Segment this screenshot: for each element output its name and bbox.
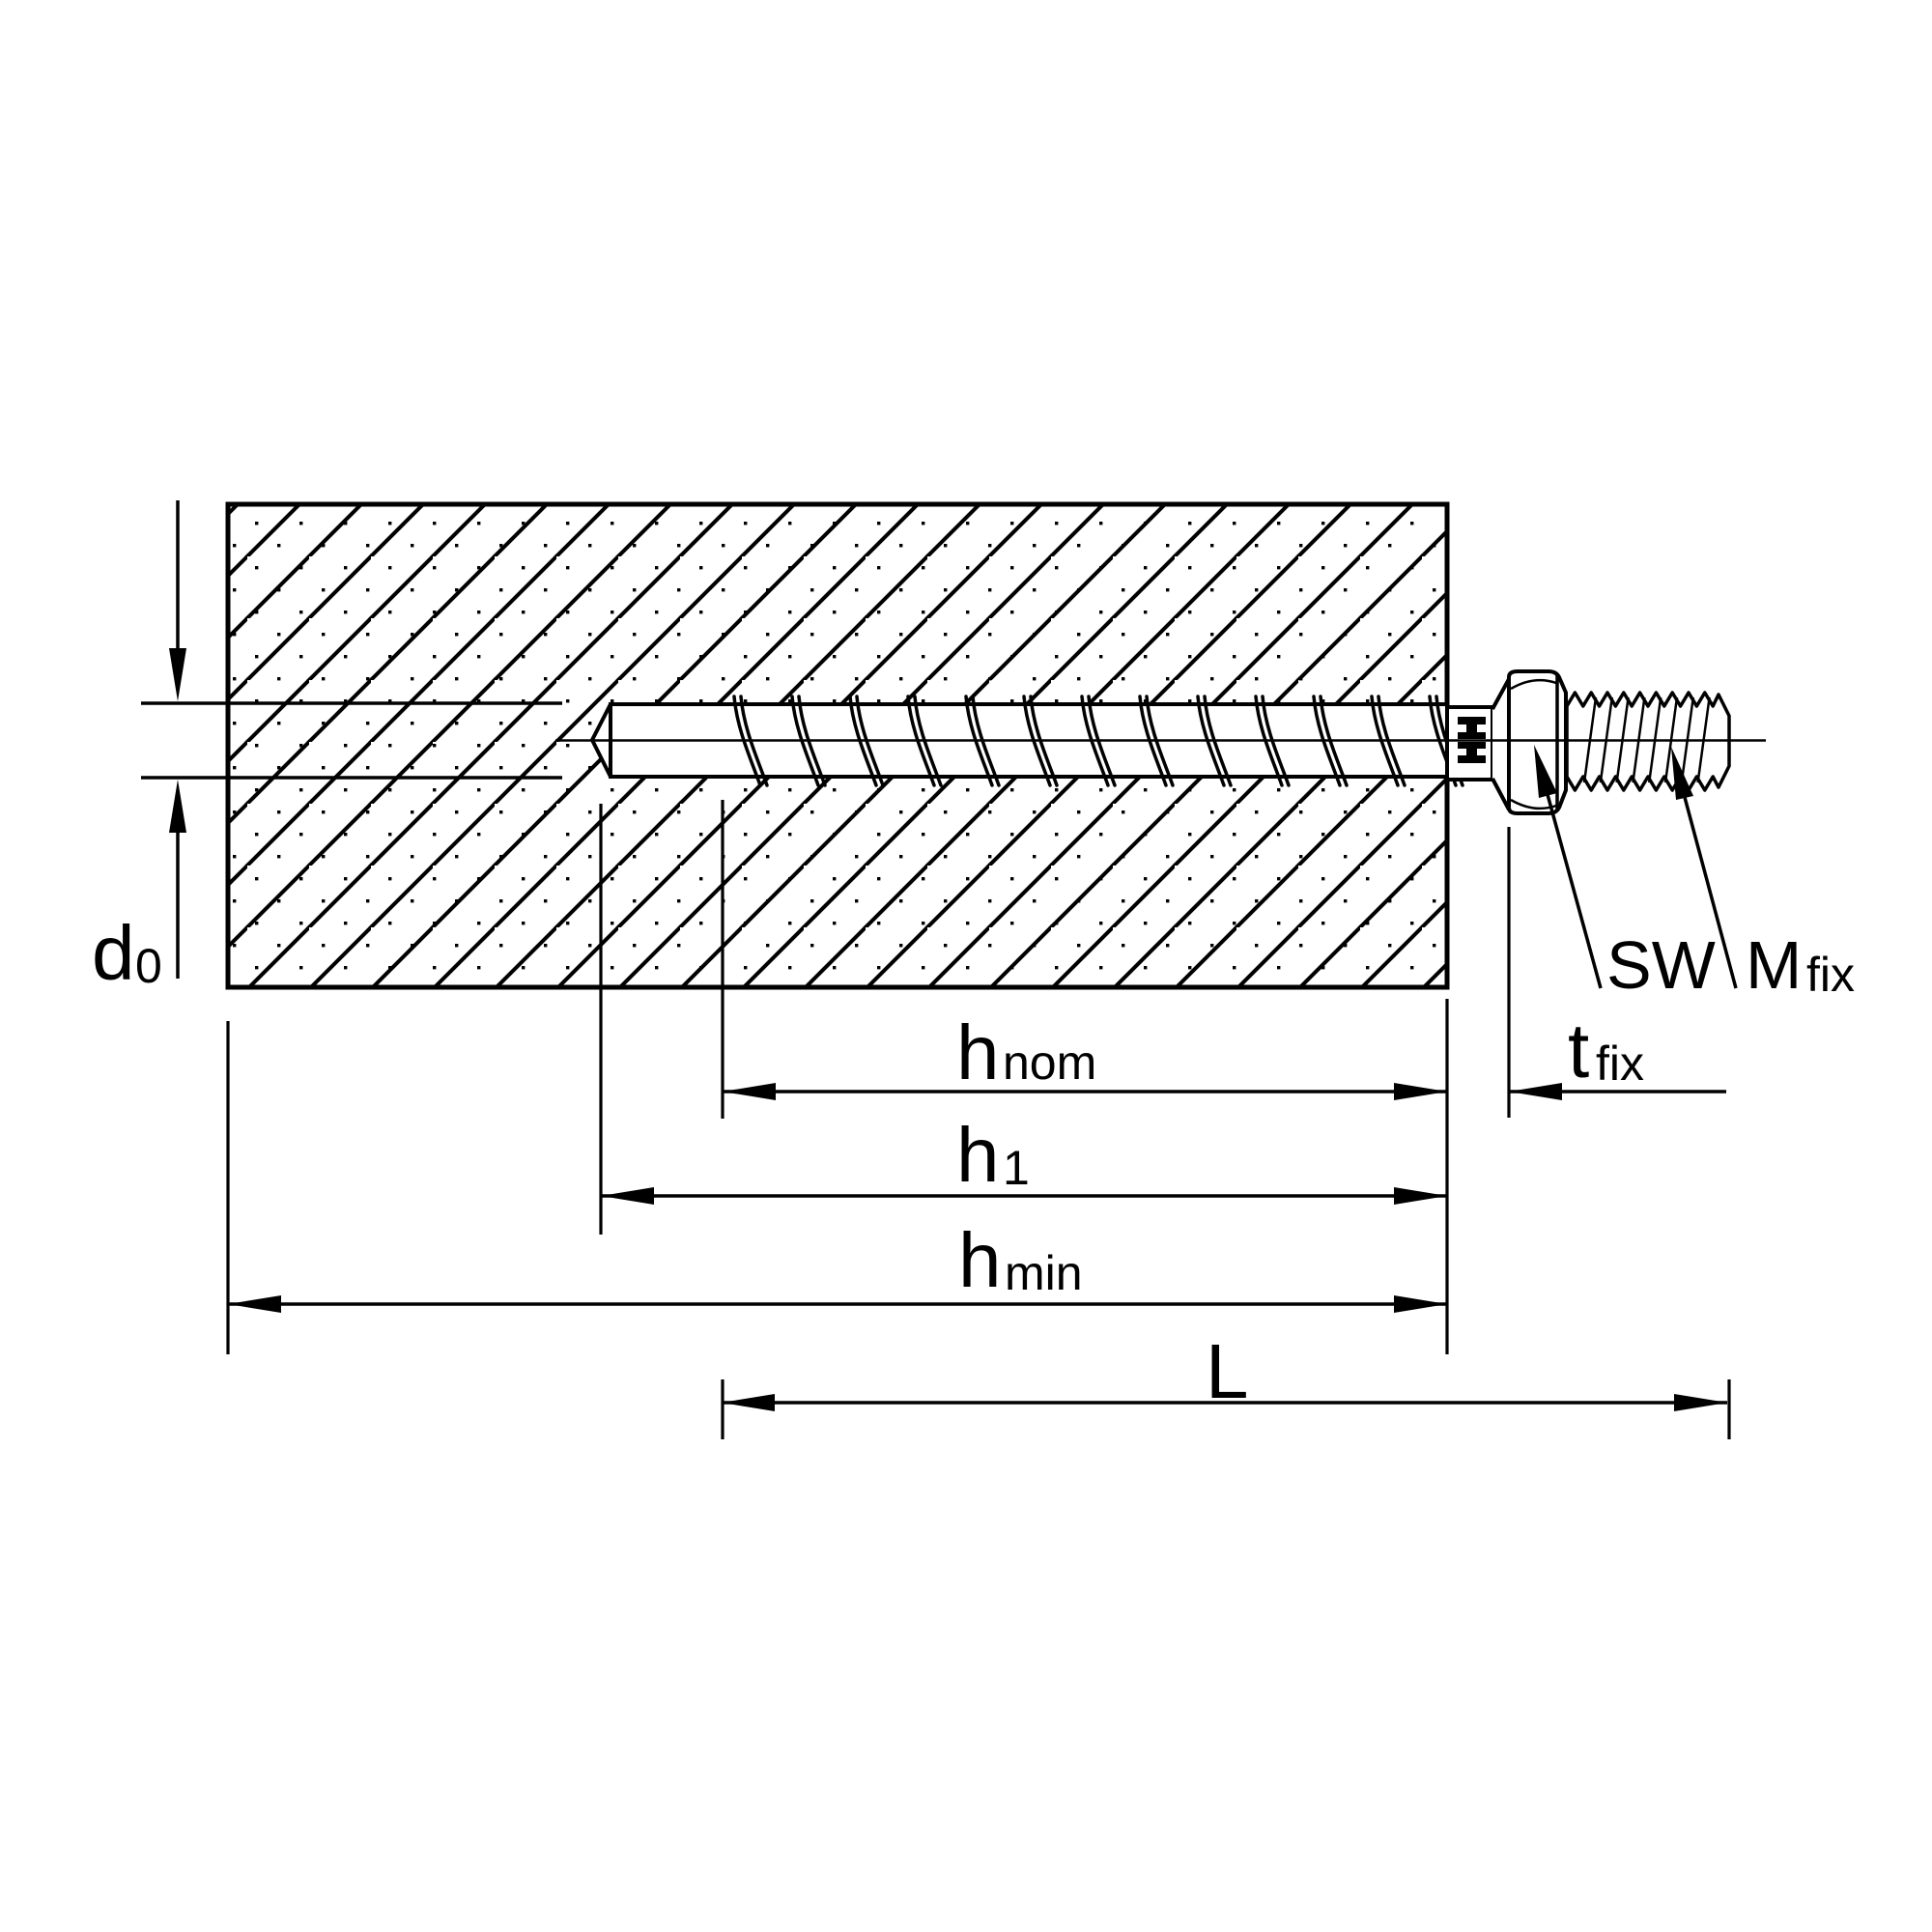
arrow-right-icon [1394,1187,1447,1205]
hex-transition [1492,679,1509,810]
arrow-left-icon [601,1187,654,1205]
L-label: L [1206,1328,1249,1414]
m-fix-label-sub: fix [1806,948,1855,1002]
arrow-right-icon [1394,1083,1447,1100]
leader-arrow-icon [1534,745,1557,798]
dimension-d0: d 0 [92,500,186,996]
arrow-left-icon [722,1394,775,1411]
hex-head [1507,669,1568,815]
sw-label: SW [1606,927,1716,1003]
arrow-right-icon [1674,1394,1727,1411]
arrow-left-icon [1509,1083,1562,1100]
drill-hole-extension-lines [141,701,562,780]
dimension-t-fix: t fix [1509,1008,1726,1100]
leader-sw: SW [1534,745,1716,1003]
h-nom-label: h [956,1009,1000,1095]
arrow-left-icon [723,1083,776,1100]
dimension-h-nom: h nom [723,1009,1447,1100]
dimension-h-min: h min [228,1217,1447,1313]
t-fix-label-sub: fix [1596,1037,1644,1091]
arrow-down-icon [169,648,186,701]
dimension-L: L [722,1328,1727,1414]
leader-m-fix: M fix [1671,747,1855,1003]
dimension-h1: h 1 [601,1112,1447,1205]
arrow-right-icon [1394,1295,1447,1313]
m-fix-label: M [1746,927,1802,1003]
h-min-label: h [958,1217,1002,1303]
extension-lines [226,800,1731,1439]
d0-label: d [92,910,135,996]
t-fix-label: t [1568,1008,1589,1094]
arrow-left-icon [228,1295,281,1313]
h-nom-label-sub: nom [1003,1036,1096,1090]
brand-logo-icon [1458,717,1486,763]
anchor-head [1445,669,1731,815]
h1-label-sub: 1 [1003,1141,1030,1195]
h-min-label-sub: min [1005,1246,1083,1300]
d0-label-sub: 0 [135,939,162,993]
h1-label: h [956,1112,1000,1198]
arrow-up-icon [169,780,186,833]
leader-arrow-icon [1671,747,1693,800]
